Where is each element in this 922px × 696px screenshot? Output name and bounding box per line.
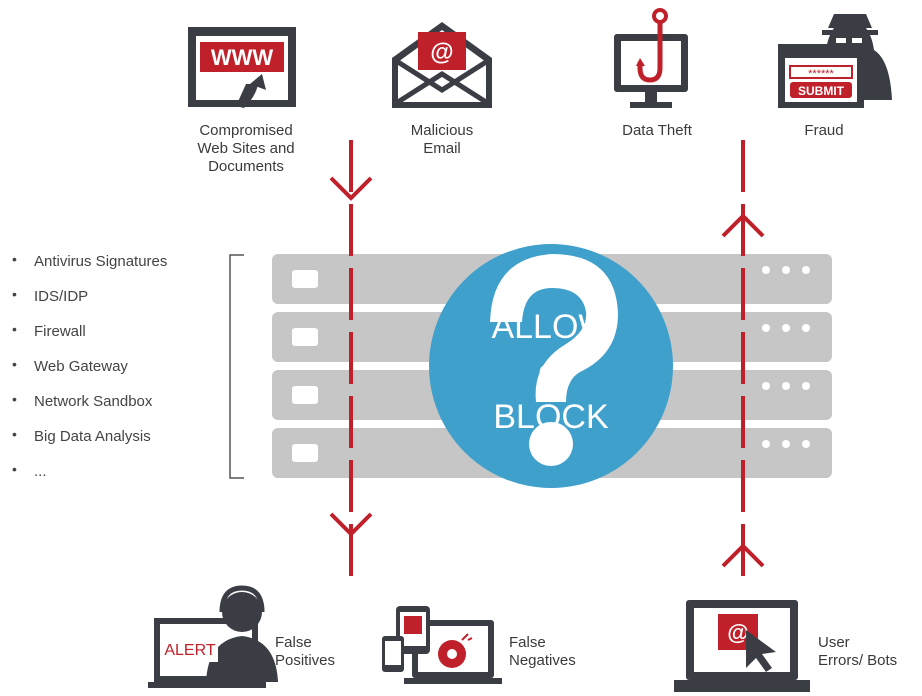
email-envelope-icon: @ <box>392 22 492 108</box>
list-item: Firewall <box>12 319 167 357</box>
caption-false-positives: False Positives <box>275 634 336 669</box>
phishing-hook-monitor-icon <box>614 8 688 108</box>
alert-glyph: ALERT <box>164 642 216 659</box>
caption-malicious-email: Malicious Email <box>410 122 474 157</box>
caption-compromised-web-sites: Compromised Web Sites and Documents <box>197 122 295 175</box>
list-item: Antivirus Signatures <box>12 249 167 287</box>
question-mark-icon <box>490 254 618 402</box>
inbound-flow-arrows <box>329 140 373 584</box>
list-item: ... <box>12 459 167 497</box>
email-at-glyph: @ <box>430 39 453 66</box>
list-item: Network Sandbox <box>12 389 167 427</box>
fraud-spy-icon: ****** SUBMIT <box>778 14 892 108</box>
caption-fraud: Fraud <box>804 122 844 139</box>
caption-false-negatives: False Negatives <box>509 634 576 669</box>
question-mark-dot <box>529 422 573 466</box>
outbound-flow-arrows <box>721 140 765 584</box>
caption-user-errors-bots: User Errors/ Bots <box>818 634 898 669</box>
alert-operator-icon: ALERT <box>148 585 278 688</box>
submit-glyph: SUBMIT <box>798 84 845 98</box>
www-browser-icon: WWW <box>188 27 296 108</box>
password-glyph: ****** <box>808 68 834 80</box>
list-item: Big Data Analysis <box>12 424 167 462</box>
biohazard-devices-icon <box>382 606 502 684</box>
www-glyph: WWW <box>211 45 274 70</box>
allow-or-block-badge: ALLOW or BLOCK <box>429 244 673 488</box>
list-item: Web Gateway <box>12 354 167 392</box>
caption-data-theft: Data Theft <box>622 122 692 139</box>
defense-list: Antivirus Signatures IDS/IDP Firewall We… <box>12 249 167 497</box>
laptop-at-glyph: @ <box>727 620 748 645</box>
defenses-bracket <box>229 254 244 479</box>
list-item: IDS/IDP <box>12 284 167 322</box>
laptop-cursor-email-icon: @ <box>674 600 810 692</box>
